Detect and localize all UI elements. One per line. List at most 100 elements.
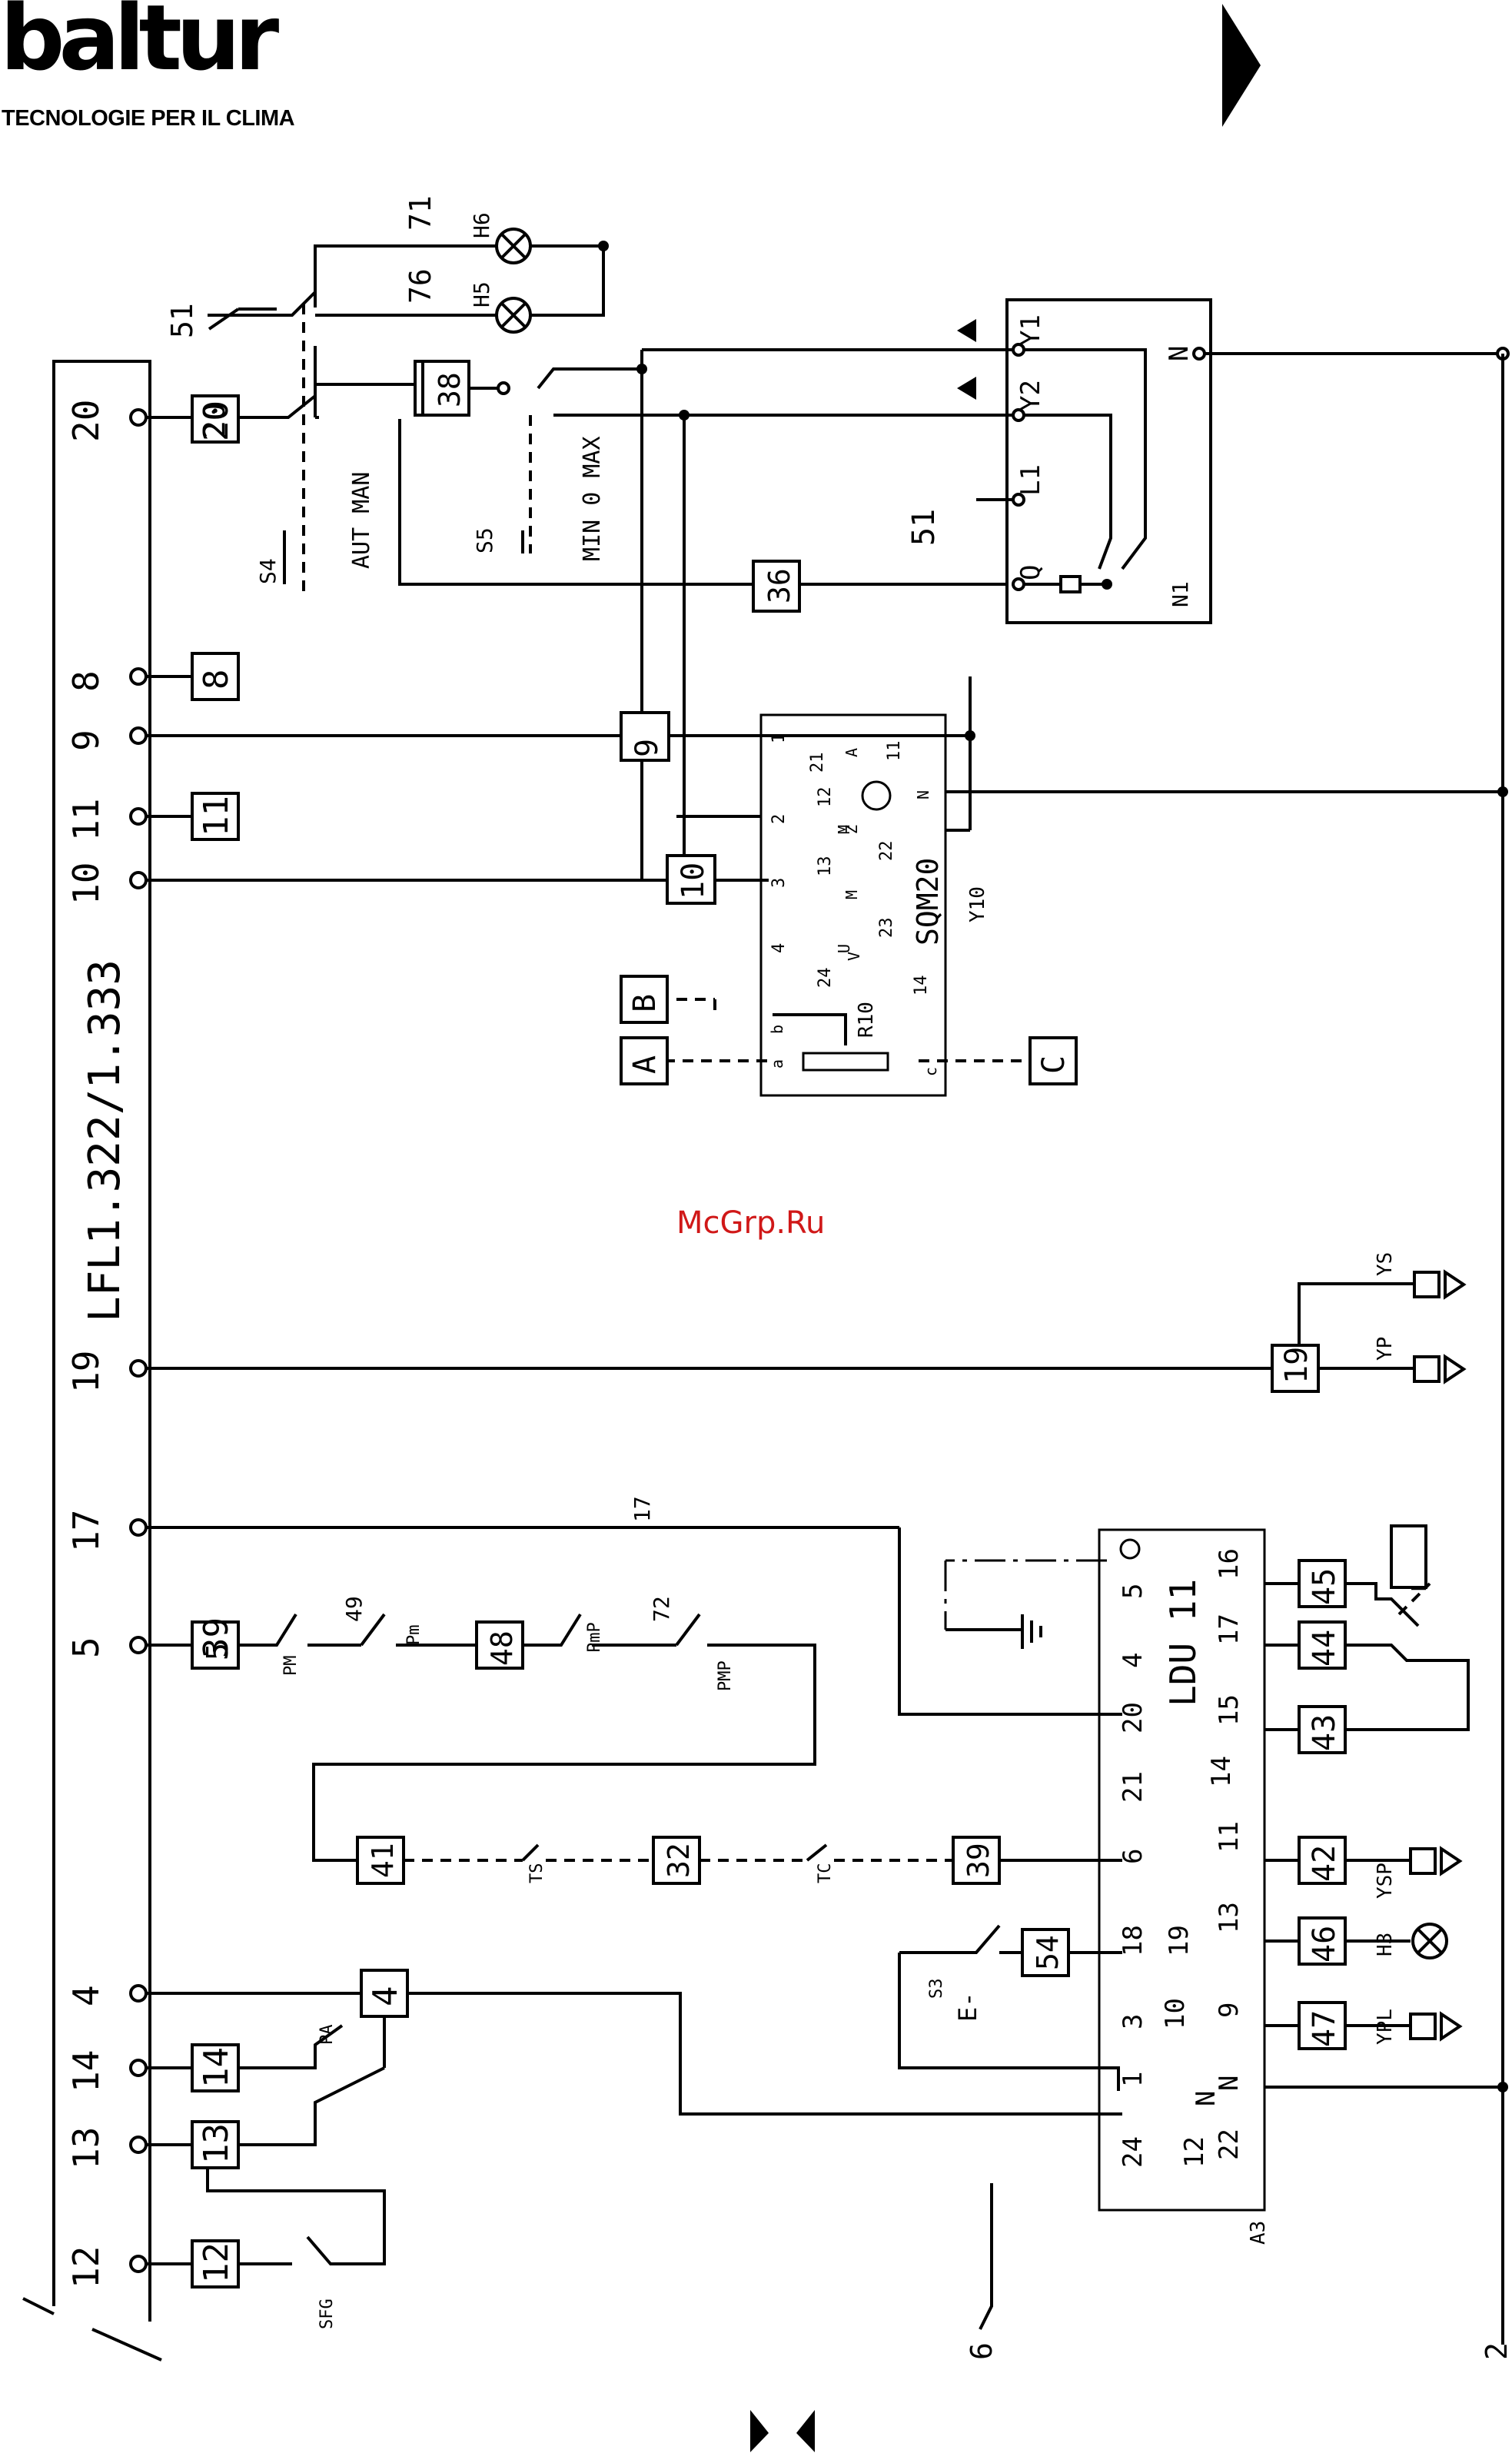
box-c xyxy=(1028,1036,1078,1085)
svg-text:3: 3 xyxy=(1118,2014,1148,2029)
svg-text:H6: H6 xyxy=(469,212,494,238)
svg-text:4: 4 xyxy=(1118,1653,1148,1668)
svg-text:24: 24 xyxy=(816,968,835,989)
svg-text:H5: H5 xyxy=(469,281,494,307)
svg-text:Pm: Pm xyxy=(404,1625,424,1646)
svg-text:21: 21 xyxy=(1118,1771,1148,1803)
svg-text:36: 36 xyxy=(763,568,796,603)
svg-text:N: N xyxy=(1214,2076,1244,2091)
svg-text:12: 12 xyxy=(816,787,835,808)
svg-text:14: 14 xyxy=(1206,1756,1237,1787)
svg-text:45: 45 xyxy=(1307,1568,1342,1605)
svg-text:2: 2 xyxy=(769,814,789,824)
svg-text:M: M xyxy=(835,825,853,834)
svg-text:Y1: Y1 xyxy=(1015,314,1046,346)
ldu-labels: 45 44 43 42 46 47 LDU 11 A3 16 17 15 14 … xyxy=(965,1548,1512,2360)
svg-text:6: 6 xyxy=(1118,1849,1148,1864)
svg-text:b: b xyxy=(768,1025,786,1034)
svg-text:PM: PM xyxy=(281,1656,301,1677)
right-triangle-icon xyxy=(1222,4,1261,127)
svg-text:13: 13 xyxy=(816,856,835,877)
svg-text:49: 49 xyxy=(341,1596,367,1622)
svg-text:8: 8 xyxy=(197,670,236,690)
svg-text:19: 19 xyxy=(1279,1347,1314,1384)
svg-text:8: 8 xyxy=(65,670,107,692)
svg-text:39: 39 xyxy=(962,1843,995,1878)
svg-text:A: A xyxy=(842,748,861,757)
svg-text:23: 23 xyxy=(877,918,896,939)
svg-text:20: 20 xyxy=(1118,1702,1148,1733)
svg-text:Q: Q xyxy=(1015,565,1046,580)
svg-text:AUT MAN: AUT MAN xyxy=(348,472,375,569)
logo-tagline: TECNOLOGIE PER IL CLIMA xyxy=(2,106,295,131)
svg-text:16: 16 xyxy=(1214,1548,1244,1580)
svg-text:46: 46 xyxy=(1307,1926,1342,1963)
svg-text:39: 39 xyxy=(197,1617,236,1658)
sqm20-actuator xyxy=(620,676,1503,1097)
svg-text:9: 9 xyxy=(65,730,107,751)
svg-text:A3: A3 xyxy=(1247,2221,1270,2245)
svg-text:44: 44 xyxy=(1307,1630,1342,1667)
svg-text:13: 13 xyxy=(1214,1902,1244,1933)
controller-label: LFL1.322/1.333 xyxy=(80,959,130,1322)
svg-text:18: 18 xyxy=(1118,1925,1148,1956)
svg-text:71: 71 xyxy=(404,195,437,231)
svg-text:Z: Z xyxy=(842,825,861,834)
svg-text:12: 12 xyxy=(1179,2136,1210,2168)
svg-text:9: 9 xyxy=(1214,2003,1244,2018)
svg-text:17: 17 xyxy=(65,1510,107,1552)
svg-text:42: 42 xyxy=(1307,1845,1342,1882)
svg-text:14: 14 xyxy=(65,2050,107,2092)
top-labels: 20 38 36 71 76 51 H6 H5 S4 AUT MAN S5 MI… xyxy=(165,195,1195,607)
svg-text:13: 13 xyxy=(197,2123,236,2164)
svg-text:E-: E- xyxy=(953,1992,982,2022)
svg-text:17: 17 xyxy=(1214,1614,1244,1645)
svg-text:51: 51 xyxy=(906,509,942,546)
svg-text:4: 4 xyxy=(366,1986,405,2007)
svg-text:19: 19 xyxy=(1164,1925,1195,1956)
svg-text:S5: S5 xyxy=(472,527,497,553)
svg-text:V: V xyxy=(845,952,863,961)
ldu11-block xyxy=(1098,354,1508,2345)
svg-text:2: 2 xyxy=(1480,2342,1512,2360)
svg-text:10: 10 xyxy=(1160,1998,1191,2029)
svg-text:6: 6 xyxy=(965,2342,999,2360)
svg-text:YPL: YPL xyxy=(1374,2009,1397,2045)
svg-text:3: 3 xyxy=(769,878,789,888)
lower-circuit xyxy=(206,1527,1122,2330)
logo-wordmark: baltur xyxy=(0,0,279,91)
terminal-circles xyxy=(129,408,148,2273)
svg-text:SQM20: SQM20 xyxy=(911,858,945,946)
svg-text:20: 20 xyxy=(197,401,236,441)
svg-text:11: 11 xyxy=(197,796,236,836)
svg-text:14: 14 xyxy=(912,976,931,996)
svg-text:TC: TC xyxy=(816,1863,835,1884)
svg-text:PmP: PmP xyxy=(585,1622,604,1653)
svg-text:N: N xyxy=(1164,346,1195,361)
svg-text:11: 11 xyxy=(65,799,107,841)
svg-text:9: 9 xyxy=(630,739,665,757)
svg-text:72: 72 xyxy=(649,1596,674,1622)
top-circuit xyxy=(208,228,1510,880)
svg-text:12: 12 xyxy=(197,2242,236,2283)
svg-text:19: 19 xyxy=(65,1351,107,1393)
svg-text:47: 47 xyxy=(1307,2010,1342,2047)
svg-text:20: 20 xyxy=(198,403,231,438)
left-box-labels: 20 8 11 39 14 13 12 4 xyxy=(197,401,405,2283)
svg-text:N: N xyxy=(1191,2091,1221,2106)
controller-bar xyxy=(22,360,162,2362)
svg-text:a: a xyxy=(768,1059,786,1069)
svg-text:32: 32 xyxy=(662,1843,696,1878)
svg-text:22: 22 xyxy=(877,841,896,862)
svg-text:PMP: PMP xyxy=(716,1660,735,1691)
svg-text:20: 20 xyxy=(65,400,107,442)
svg-text:LDU 11: LDU 11 xyxy=(1162,1579,1204,1707)
svg-text:4: 4 xyxy=(769,943,789,953)
svg-text:SFG: SFG xyxy=(317,2298,337,2329)
svg-text:76: 76 xyxy=(404,268,437,304)
svg-text:1: 1 xyxy=(769,733,789,743)
svg-text:TS: TS xyxy=(527,1863,547,1884)
box-a xyxy=(620,1036,669,1085)
svg-text:S4: S4 xyxy=(255,558,281,584)
